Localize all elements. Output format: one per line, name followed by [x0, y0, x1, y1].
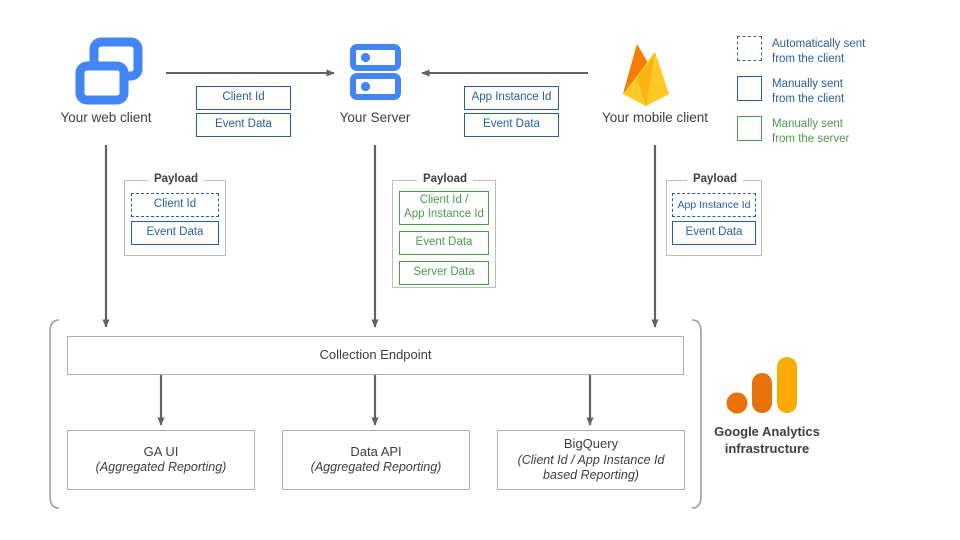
chip-mobile-app-instance-id: App Instance Id — [464, 86, 559, 110]
output-bigquery-subtitle: (Client Id / App Instance Id based Repor… — [517, 452, 665, 483]
node-label-web-client: Your web client — [60, 110, 152, 125]
google-analytics-logo — [726, 357, 797, 414]
firebase-icon — [623, 44, 669, 106]
node-label-mobile-client: Your mobile client — [601, 110, 709, 125]
output-ga-ui-subtitle: (Aggregated Reporting) — [95, 460, 227, 475]
output-box-bigquery: BigQuery (Client Id / App Instance Id ba… — [497, 430, 685, 490]
legend-swatch-solid-blue — [737, 76, 762, 101]
chip-web-event-data: Event Data — [196, 113, 291, 137]
chip-mobile-event-data: Event Data — [464, 113, 559, 137]
payload-server-item-ids: Client Id / App Instance Id — [399, 191, 489, 225]
output-box-ga-ui: GA UI (Aggregated Reporting) — [67, 430, 255, 490]
chip-web-client-id: Client Id — [196, 86, 291, 110]
payload-mobile-title: Payload — [686, 173, 744, 185]
legend-swatch-dashed-blue — [737, 36, 762, 61]
infra-bracket-right — [691, 319, 702, 509]
output-ga-ui-title: GA UI — [143, 444, 179, 460]
server-icon — [350, 44, 401, 100]
payload-web-title: Payload — [147, 173, 205, 185]
payload-web-item-client-id: Client Id — [131, 193, 219, 217]
payload-server-item-event-data: Event Data — [399, 231, 489, 255]
infra-bracket-left — [49, 319, 60, 509]
collection-endpoint-box: Collection Endpoint — [67, 336, 684, 375]
legend-label-automatic-client: Automatically sent from the client — [772, 38, 866, 66]
legend-item-automatic-client: Automatically sent from the client — [737, 36, 865, 67]
ga-infrastructure-caption: Google Analytics infrastructure — [714, 424, 820, 456]
output-bigquery-title: BigQuery — [563, 436, 619, 452]
payload-server-title: Payload — [416, 173, 474, 185]
collection-endpoint-label: Collection Endpoint — [319, 347, 432, 363]
payload-mobile-item-app-instance-id: App Instance Id — [672, 193, 756, 217]
legend-label-manual-client: Manually sent from the client — [772, 78, 845, 106]
payload-mobile-item-event-data: Event Data — [672, 221, 756, 245]
legend-item-manual-server: Manually sent from the server — [737, 116, 849, 147]
output-data-api-subtitle: (Aggregated Reporting) — [310, 460, 442, 475]
output-data-api-title: Data API — [350, 444, 402, 460]
legend-swatch-solid-green — [737, 116, 762, 141]
windows-icon — [75, 37, 143, 105]
output-box-data-api: Data API (Aggregated Reporting) — [282, 430, 470, 490]
node-label-server: Your Server — [339, 110, 411, 125]
legend-item-manual-client: Manually sent from the client — [737, 76, 844, 107]
payload-server-item-server-data: Server Data — [399, 261, 489, 285]
legend-label-manual-server: Manually sent from the server — [772, 118, 850, 146]
payload-web-item-event-data: Event Data — [131, 221, 219, 245]
